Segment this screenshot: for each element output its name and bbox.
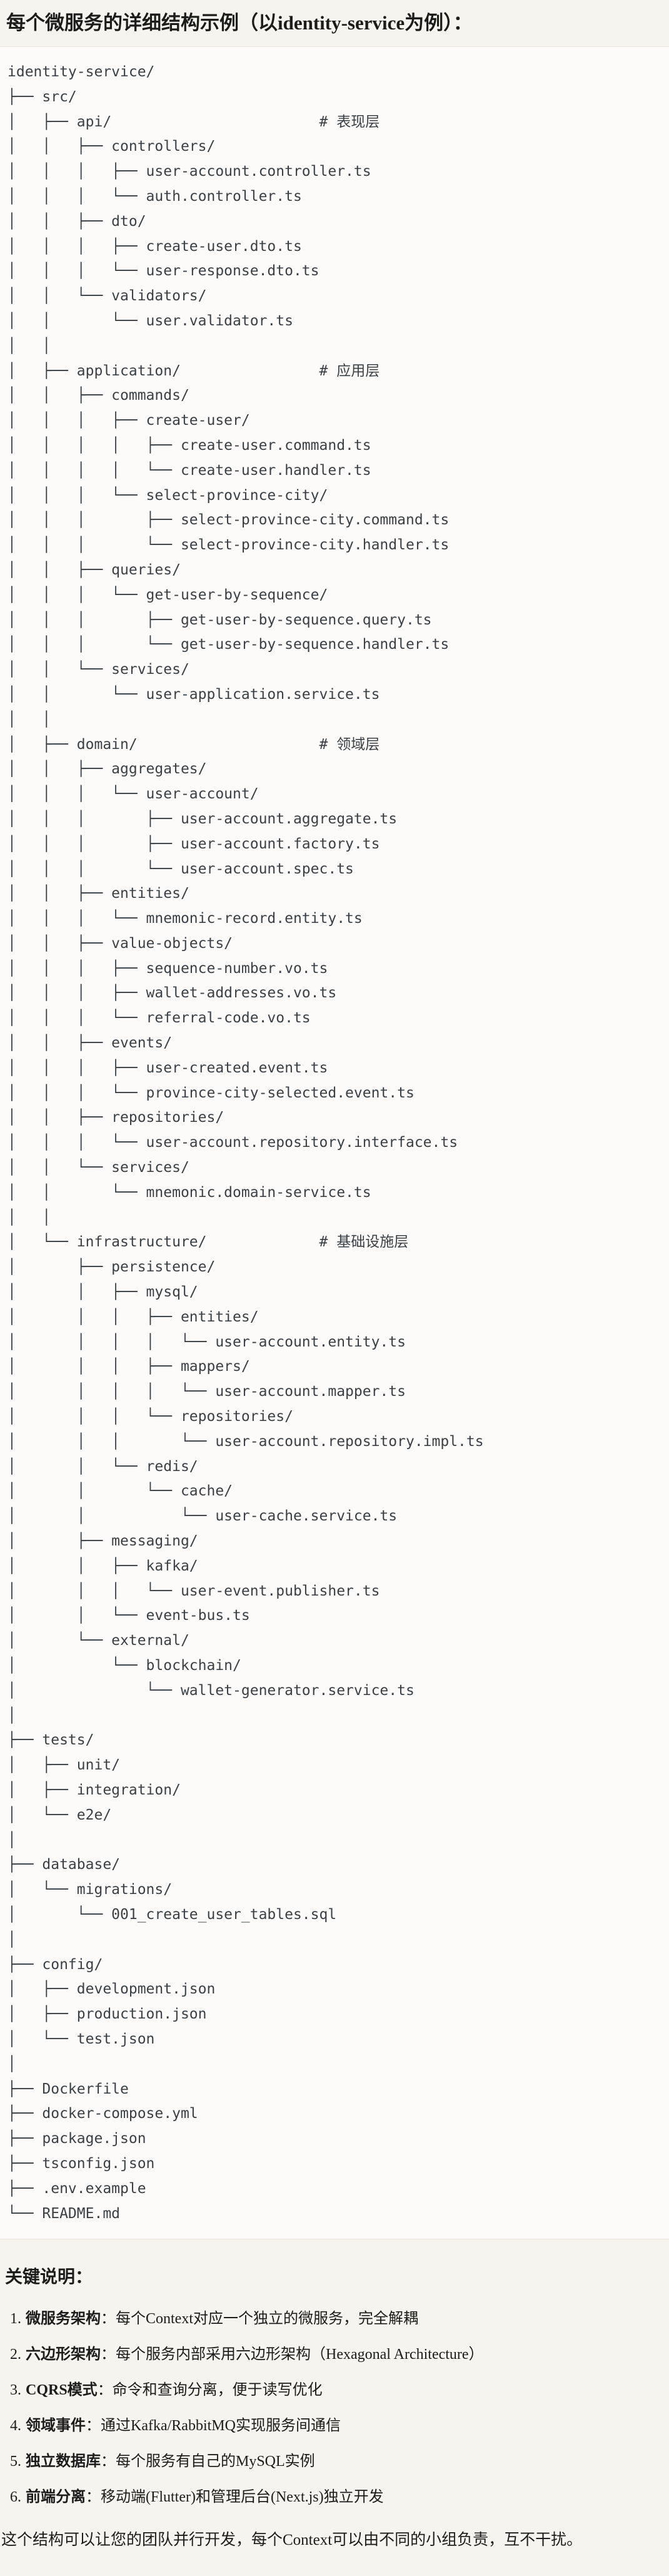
- keynotes-list: 1. 微服务架构：每个Context对应一个独立的微服务，完全解耦 2. 六边形架构…: [10, 2309, 669, 2507]
- directory-tree: identity-service/ ├── src/ │ ├── api/ # …: [0, 46, 669, 2240]
- keynote-label: 六边形架构: [26, 2346, 101, 2363]
- keynote-text: ：移动端(Flutter)和管理后台(Next.js)独立开发: [86, 2489, 384, 2506]
- keynote-number: 1.: [10, 2311, 21, 2328]
- keynote-item-1: 1. 微服务架构：每个Context对应一个独立的微服务，完全解耦: [10, 2309, 669, 2328]
- keynote-text: ：通过Kafka/RabbitMQ实现服务间通信: [86, 2418, 341, 2435]
- keynote-label: CQRS模式: [26, 2382, 98, 2399]
- keynote-item-6: 6. 前端分离：移动端(Flutter)和管理后台(Next.js)独立开发: [10, 2488, 669, 2507]
- page-title: 每个微服务的详细结构示例（以identity-service为例）：: [6, 12, 473, 34]
- keynote-number: 6.: [10, 2489, 21, 2506]
- keynote-label: 前端分离: [26, 2489, 86, 2506]
- keynote-label: 独立数据库: [26, 2453, 101, 2470]
- keynote-text: ：命令和查询分离，便于读写优化: [97, 2382, 323, 2399]
- keynote-label: 领域事件: [26, 2418, 86, 2435]
- keynote-number: 3.: [10, 2382, 21, 2399]
- keynote-number: 2.: [10, 2346, 21, 2363]
- keynote-text: ：每个服务内部采用六边形架构（Hexagonal Architecture）: [101, 2346, 484, 2363]
- keynote-number: 4.: [10, 2418, 21, 2435]
- keynote-item-3: 3. CQRS模式：命令和查询分离，便于读写优化: [10, 2381, 669, 2400]
- keynote-item-2: 2. 六边形架构：每个服务内部采用六边形架构（Hexagonal Architec…: [10, 2345, 669, 2364]
- keynote-text: ：每个Context对应一个独立的微服务，完全解耦: [101, 2311, 418, 2328]
- keynote-text: ：每个服务有自己的MySQL实例: [101, 2453, 315, 2470]
- keynote-item-4: 4. 领域事件：通过Kafka/RabbitMQ实现服务间通信: [10, 2416, 669, 2435]
- keynote-item-5: 5. 独立数据库：每个服务有自己的MySQL实例: [10, 2452, 669, 2471]
- keynotes-heading: 关键说明：: [5, 2268, 93, 2288]
- keynote-number: 5.: [10, 2453, 21, 2470]
- keynote-label: 微服务架构: [26, 2311, 101, 2328]
- closing-paragraph: 这个结构可以让您的团队并行开发，每个Context可以由不同的小组负责，互不干扰…: [1, 2532, 583, 2549]
- keynotes-section: 关键说明： 1. 微服务架构：每个Context对应一个独立的微服务，完全解耦 2…: [0, 2264, 669, 2550]
